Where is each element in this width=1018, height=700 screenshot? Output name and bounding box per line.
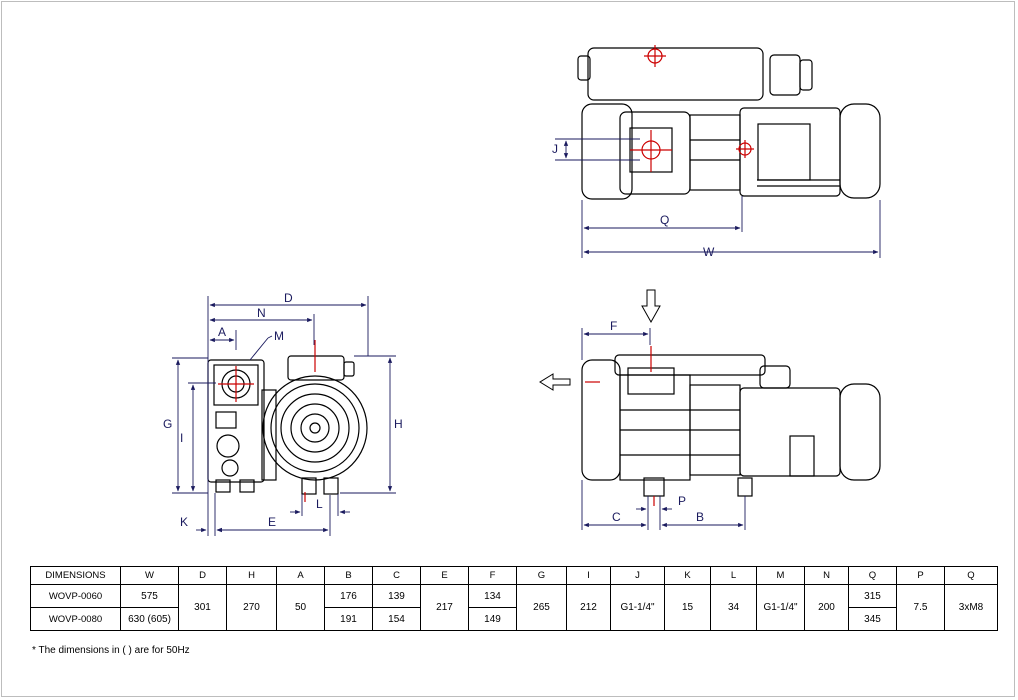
cell-d: 301 [178,584,227,631]
model-cell: WOVP-0080 [30,607,121,631]
header-cell: C [372,566,421,585]
table-row: WOVP-0080 630 (605) 191 154 149 345 [30,607,998,631]
cell-q: 315 [848,584,897,608]
dim-label-a: A [218,325,226,339]
footnote: * The dimensions in ( ) are for 50Hz [32,645,190,656]
header-cell: M [756,566,805,585]
cell-e: 217 [420,584,469,631]
header-cell: L [710,566,757,585]
dim-label-q: Q [660,213,669,227]
table-header-row: DIMENSIONS W D H A B C E F G I J K L M N… [30,566,998,585]
header-cell: P [896,566,945,585]
cell-w: 575 [120,584,179,608]
header-cell: A [276,566,325,585]
exhaust-flow-arrow [539,373,571,391]
side-view-highlights [585,346,655,506]
model-cell: WOVP-0060 [30,584,121,608]
header-cell: H [226,566,277,585]
side-view [581,354,881,497]
dim-label-w: W [703,245,715,259]
cell-i: 212 [566,584,611,631]
dim-label-k: K [180,515,188,529]
leader-m [249,337,269,361]
front-view-dimensions [172,296,396,536]
cell-b: 176 [324,584,373,608]
dimension-drawing: Q W J [163,45,881,536]
cell-g: 265 [516,584,567,631]
top-motor-cap [839,103,881,199]
dim-label-p: P [678,494,686,508]
dim-label-b: B [696,510,704,524]
cell-j: G1-1/4" [610,584,665,631]
cell-m: G1-1/4" [756,584,805,631]
cell-c: 139 [372,584,421,608]
header-cell: E [420,566,469,585]
front-view [207,355,368,495]
side-view-arrows [539,289,661,391]
dim-label-d: D [284,291,293,305]
table-row: WOVP-0060 575 301 270 50 176 139 217 134… [30,584,998,631]
top-motor [739,107,841,197]
top-separator [587,47,764,101]
dim-label-j: J [552,142,558,156]
cell-q: 345 [848,607,897,631]
cell-b: 191 [324,607,373,631]
dim-label-c: C [612,510,621,524]
front-motor-fan [262,375,368,481]
header-cell: K [664,566,711,585]
side-motor-cap [839,383,881,481]
dim-label-m: M [274,329,284,343]
dim-label-e: E [268,515,276,529]
header-cell: G [516,566,567,585]
top-view [577,47,881,200]
cell-a: 50 [276,584,325,631]
header-cell: Q [848,566,897,585]
header-cell: D [178,566,227,585]
header-cell: N [804,566,849,585]
top-view-highlights [630,45,754,172]
header-cell: J [610,566,665,585]
cell-q-bolts: 3xM8 [944,584,998,631]
side-view-dimensions [581,328,746,530]
inlet-flow-arrow [641,289,661,324]
dim-label-l: L [316,497,323,511]
cell-f: 149 [468,607,517,631]
header-cell: Q [944,566,998,585]
header-cell: DIMENSIONS [30,566,121,585]
cell-w: 630 (605) [120,607,179,631]
dim-label-g: G [163,417,172,431]
cell-h: 270 [226,584,277,631]
dim-label-i: I [180,431,183,445]
dim-label-f: F [610,319,617,333]
header-cell: F [468,566,517,585]
cell-l: 34 [710,584,757,631]
cell-n: 200 [804,584,849,631]
header-cell: W [120,566,179,585]
top-view-dimensions [555,138,881,258]
cell-k: 15 [664,584,711,631]
header-cell: I [566,566,611,585]
dim-label-h: H [394,417,403,431]
side-pump-cover [581,359,621,481]
cell-c: 154 [372,607,421,631]
side-separator [614,354,766,376]
dim-label-n: N [257,306,266,320]
cell-f: 134 [468,584,517,608]
top-pump-body [581,103,633,200]
front-view-highlights [218,340,316,502]
dimension-table: DIMENSIONS W D H A B C E F G I J K L M N… [30,566,998,631]
header-cell: B [324,566,373,585]
cell-p: 7.5 [896,584,945,631]
